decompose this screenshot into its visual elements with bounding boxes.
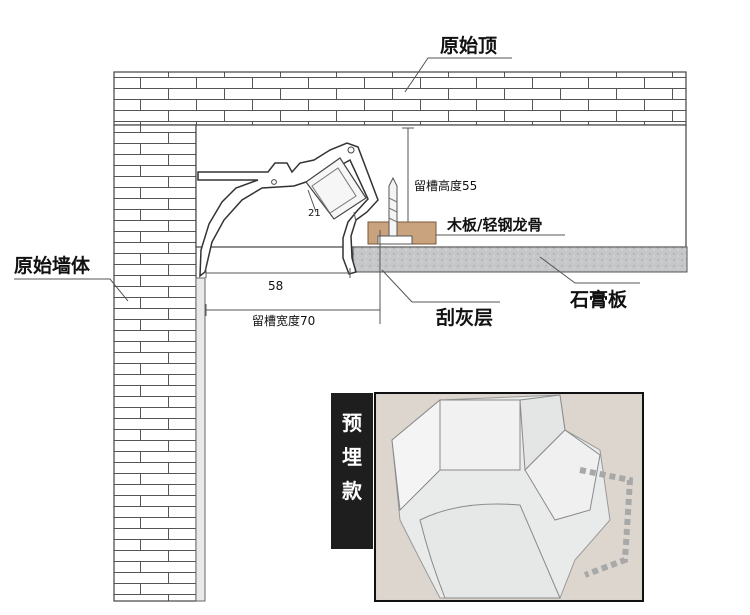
slot-height-label: 留槽高度55 bbox=[414, 178, 477, 193]
ceiling-leader bbox=[404, 57, 512, 93]
screw bbox=[388, 176, 398, 241]
putty-label: 刮灰层 bbox=[436, 306, 493, 329]
tag-char-2: 埋 bbox=[342, 445, 362, 469]
slot-width-label: 留槽宽度70 bbox=[252, 313, 315, 328]
profile-channel bbox=[305, 157, 367, 220]
gypsum-leader bbox=[539, 256, 640, 284]
dim-58-label: 58 bbox=[268, 279, 283, 293]
gypsum-label: 石膏板 bbox=[569, 288, 628, 311]
wall-brick bbox=[113, 124, 197, 602]
tag-char-3: 款 bbox=[342, 479, 362, 503]
embedded-type-tag: 预 埋 款 bbox=[331, 393, 373, 549]
wall-leader bbox=[14, 278, 129, 302]
product-photo bbox=[374, 392, 644, 602]
gypsum-board bbox=[352, 246, 688, 273]
dim-21-label: 21 bbox=[308, 208, 321, 219]
wall-label: 原始墙体 bbox=[14, 254, 91, 277]
putty-leader bbox=[381, 269, 500, 303]
wall-plaster bbox=[195, 277, 206, 602]
ceiling-label: 原始顶 bbox=[440, 34, 497, 57]
tag-char-1: 预 bbox=[342, 411, 362, 435]
ceiling-brick bbox=[113, 71, 687, 126]
board-label: 木板/轻钢龙骨 bbox=[446, 216, 542, 234]
profile-body bbox=[197, 142, 379, 278]
